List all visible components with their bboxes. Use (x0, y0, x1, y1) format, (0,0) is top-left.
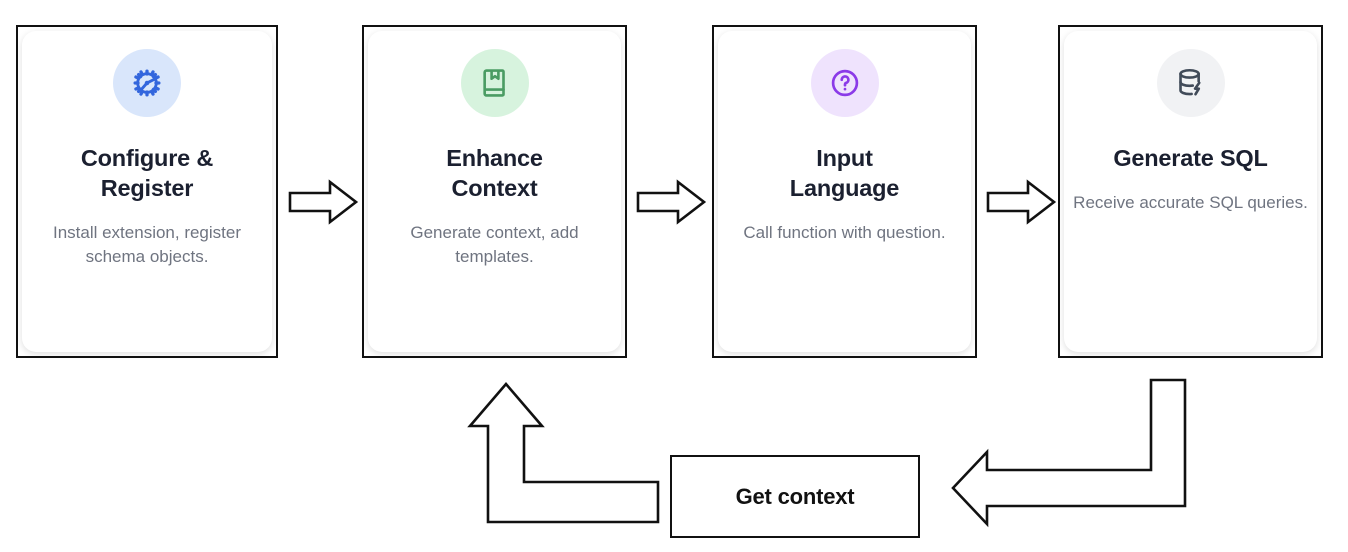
book-icon (478, 66, 512, 100)
arrow-step3-step4 (986, 179, 1057, 225)
card-title-line1: Input (816, 145, 873, 171)
step-card-enhance-context[interactable]: Enhance Context Generate context, add te… (362, 25, 627, 358)
arrow-feedback-return (945, 374, 1195, 534)
gear-icon (129, 65, 165, 101)
arrow-step2-step3 (636, 179, 707, 225)
book-icon-badge (460, 49, 529, 117)
card-description: Generate context, add templates. (410, 223, 579, 267)
card-title-line1: Generate SQL (1113, 145, 1268, 171)
card-description: Call function with question. (743, 223, 946, 243)
card-title: Generate SQL (1105, 143, 1275, 173)
card-title: Configure & Register (73, 143, 221, 203)
card-description: Install extension, register schema objec… (52, 223, 242, 267)
get-context-node[interactable]: Get context (670, 455, 920, 538)
question-circle-icon (828, 66, 862, 100)
gear-icon-badge (113, 49, 181, 117)
question-circle-icon-badge (810, 49, 879, 117)
card-title-line2: Context (451, 175, 538, 202)
step-card-configure-register[interactable]: Configure & Register Install extension, … (16, 25, 278, 358)
card-title-line1: Configure & (80, 145, 214, 171)
card-title: Enhance Context (438, 143, 551, 203)
arrow-feedback-up (462, 374, 662, 534)
step-card-input-language[interactable]: Input Language Call function with questi… (712, 25, 977, 358)
card-title-line2: Register (100, 175, 194, 202)
database-bolt-icon-badge (1156, 49, 1225, 117)
database-bolt-icon (1174, 66, 1208, 100)
card-title-line2: Language (789, 175, 900, 202)
card-title: Input Language (782, 143, 907, 203)
arrow-step1-step2 (288, 179, 359, 225)
card-title-line1: Enhance (446, 145, 543, 171)
step-card-generate-sql[interactable]: Generate SQL Receive accurate SQL querie… (1058, 25, 1323, 358)
get-context-label: Get context (735, 483, 855, 509)
card-description: Receive accurate SQL queries. (1073, 193, 1308, 213)
